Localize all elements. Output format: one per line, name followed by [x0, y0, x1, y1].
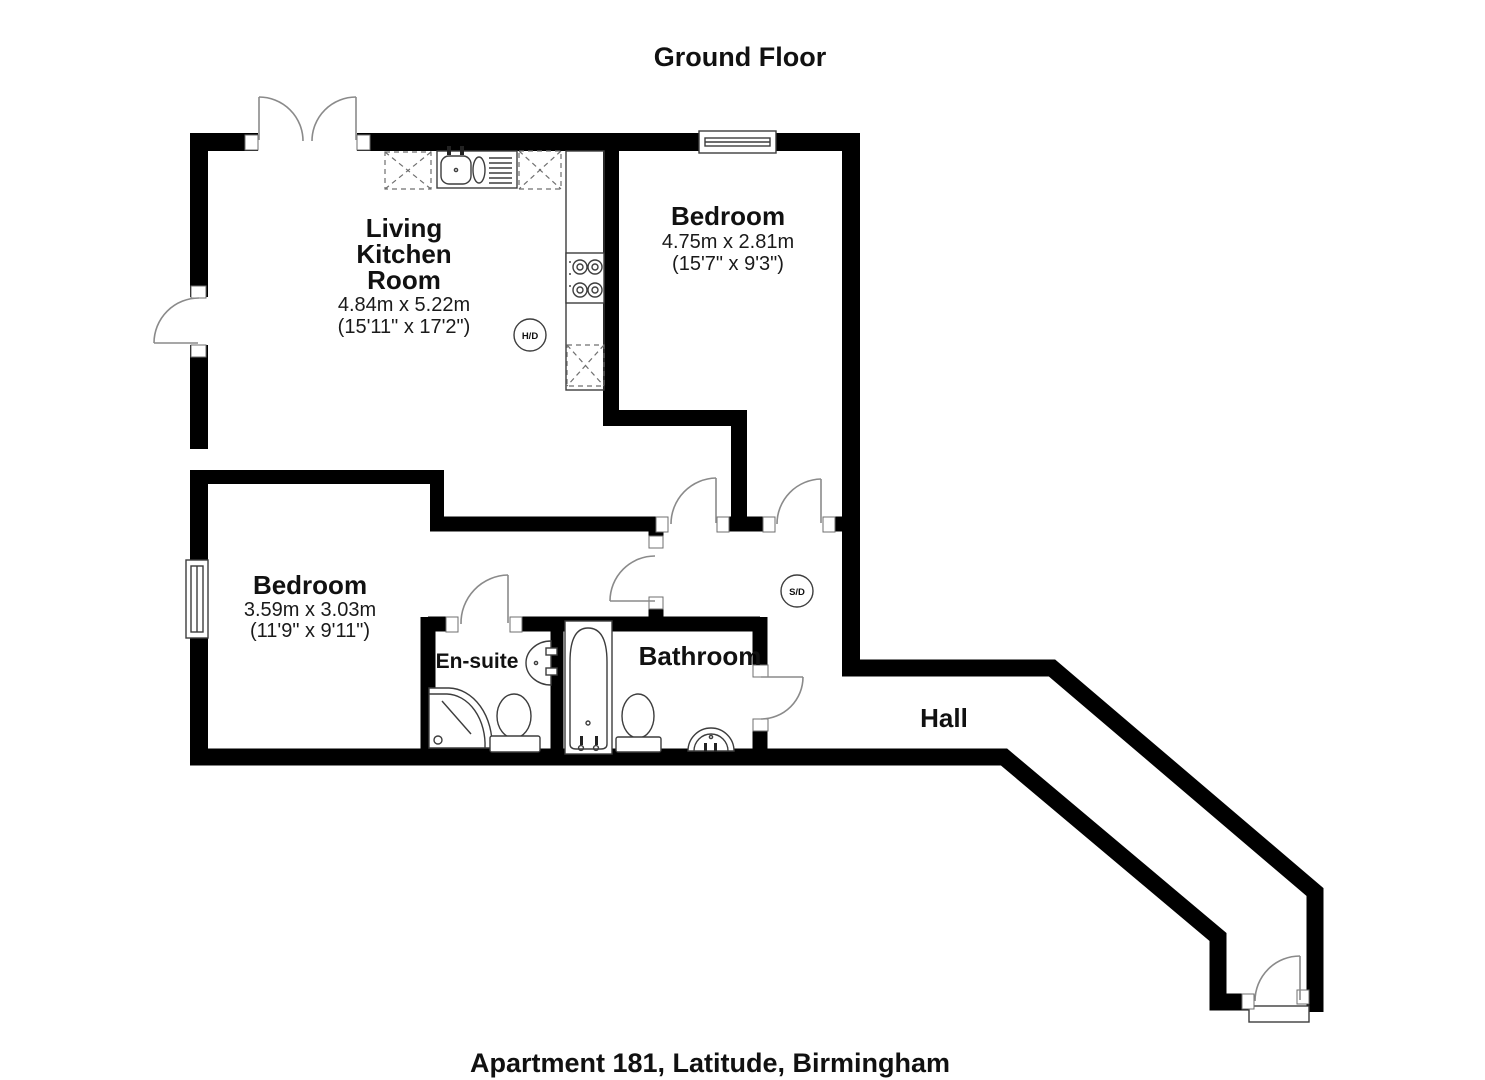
tap-icon [460, 146, 464, 155]
shower-icon [428, 687, 493, 749]
room-name: Bedroom [253, 570, 367, 600]
room-dims-imperial: (11'9" x 9'11") [250, 620, 370, 642]
living-door [655, 477, 730, 533]
wall-bedroom2-top [199, 470, 444, 524]
bedroom1-window [698, 130, 777, 154]
kitchen-unit-icon [518, 150, 562, 190]
entrance-door [1241, 955, 1310, 1023]
room-dims-imperial: (15'7" x 9'3") [672, 253, 784, 275]
wall-notch [190, 449, 208, 470]
wall-top-right [190, 133, 860, 668]
openings [153, 96, 1310, 1023]
wall-bottom-hall [190, 748, 1253, 1011]
bedroom2-window [185, 559, 209, 639]
tap-icon [447, 146, 451, 155]
room-name: Living [366, 213, 443, 243]
toilet-icon [489, 693, 541, 753]
room-dims-metric: 4.75m x 2.81m [662, 231, 794, 253]
wall-basin-icon [525, 640, 558, 686]
french-door [244, 96, 371, 153]
hd-marker: H/D [513, 318, 547, 352]
bedroom2-door [609, 535, 665, 610]
living-side-door [153, 285, 210, 358]
tap-icon [704, 743, 707, 752]
room-dims-metric: 3.59m x 3.03m [244, 599, 376, 621]
bathtub-icon [564, 620, 613, 755]
sd-marker: S/D [780, 574, 814, 608]
kitchen-fixtures: H/D [384, 146, 605, 391]
room-name: Bedroom [671, 201, 785, 231]
bedroom1-door [762, 478, 836, 533]
sd-label: S/D [789, 587, 805, 598]
bedroom2-label: Bedroom 3.59m x 3.03m (11'9" x 9'11") [244, 570, 376, 642]
hall-label: Hall [920, 703, 968, 733]
tap-icon [595, 736, 598, 745]
hd-label: H/D [522, 331, 539, 342]
room-dims-metric: 4.84m x 5.22m [338, 294, 470, 316]
bedroom1-label: Bedroom 4.75m x 2.81m (15'7" x 9'3") [662, 201, 794, 275]
sink-unit-icon [436, 146, 518, 189]
toilet-icon [615, 693, 662, 753]
room-name: Kitchen [356, 239, 451, 269]
bathroom-label: Bathroom [639, 641, 762, 671]
drainer-icon [489, 157, 512, 184]
ensuite-door [445, 574, 523, 633]
room-dims-imperial: (15'11" x 17'2") [338, 316, 471, 338]
tap-icon [580, 736, 583, 745]
wall-kitchen-bedroom [603, 151, 747, 524]
pedestal-basin-icon [687, 727, 735, 752]
walls [190, 133, 1324, 1012]
tap-icon [714, 743, 717, 752]
kitchen-unit-icon [384, 151, 432, 190]
ensuite-fixtures [428, 640, 558, 753]
plan-title: Ground Floor [654, 42, 827, 72]
bathroom-fixtures [564, 620, 735, 755]
room-name: Room [367, 265, 441, 295]
hob-icon [565, 252, 605, 304]
wall-hall-upper [842, 659, 1324, 1012]
kitchen-unit-icon [566, 344, 605, 387]
plan-caption: Apartment 181, Latitude, Birmingham [470, 1048, 950, 1078]
bathroom-door [752, 664, 804, 732]
living-kitchen-label: Living Kitchen Room 4.84m x 5.22m (15'11… [338, 213, 471, 338]
ensuite-label: En-suite [436, 650, 519, 673]
